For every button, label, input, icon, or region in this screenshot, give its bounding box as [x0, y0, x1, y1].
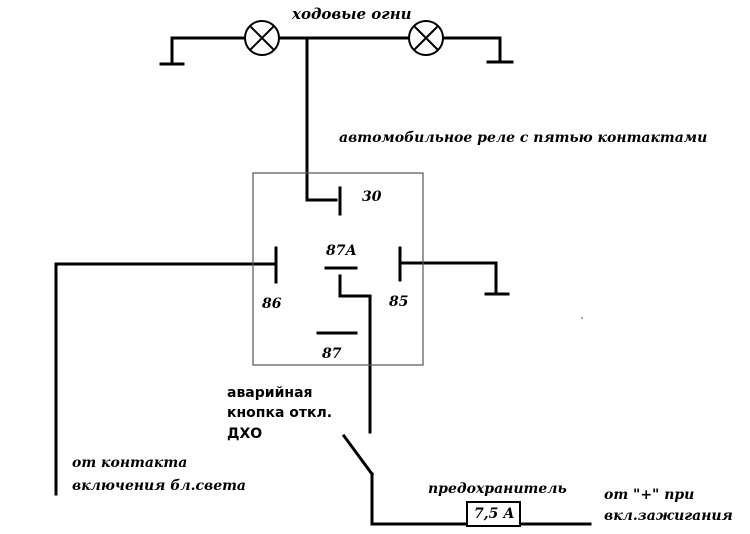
emergency-button-label-line3: ДХО — [227, 426, 263, 442]
wire-bus-to-pin-30 — [305, 36, 338, 202]
left-lamp-icon — [244, 20, 280, 56]
plus-source-label-line1: от "+" при — [604, 487, 695, 503]
fuse-label: предохранитель — [428, 481, 567, 497]
brake-contact-label-line1: от контакта — [72, 455, 188, 471]
relay-title-label: автомобильное реле с пятью контактами — [339, 130, 708, 146]
speck-dot — [581, 317, 583, 319]
emergency-button-label-line1: аварийная — [227, 385, 313, 401]
pin-86-label: 86 — [262, 296, 282, 312]
brake-contact-label-line2: включения бл.света — [72, 478, 246, 494]
relay-switch-wire — [338, 274, 372, 434]
emergency-button-label-line2: кнопка откл. — [227, 405, 333, 421]
running-lights-label: ходовые огни — [292, 5, 412, 23]
relay-box — [252, 172, 424, 366]
plus-source-label-line2: вкл.зажигания — [604, 508, 733, 524]
fuse-value: 7,5 А — [474, 506, 515, 522]
wire-pin-85-to-ground — [398, 261, 498, 296]
right-lamp-icon — [408, 20, 444, 56]
pin-30-label: 30 — [362, 189, 382, 205]
wire-button-to-fuse — [370, 472, 470, 526]
pin-85-label: 85 — [389, 294, 409, 310]
wire-pin-86-to-brake — [54, 262, 278, 496]
pin-87-label: 87 — [322, 346, 342, 362]
fuse-box — [466, 501, 521, 527]
emergency-button-lever — [341, 433, 375, 477]
pin-87a-label: 87А — [326, 243, 357, 259]
